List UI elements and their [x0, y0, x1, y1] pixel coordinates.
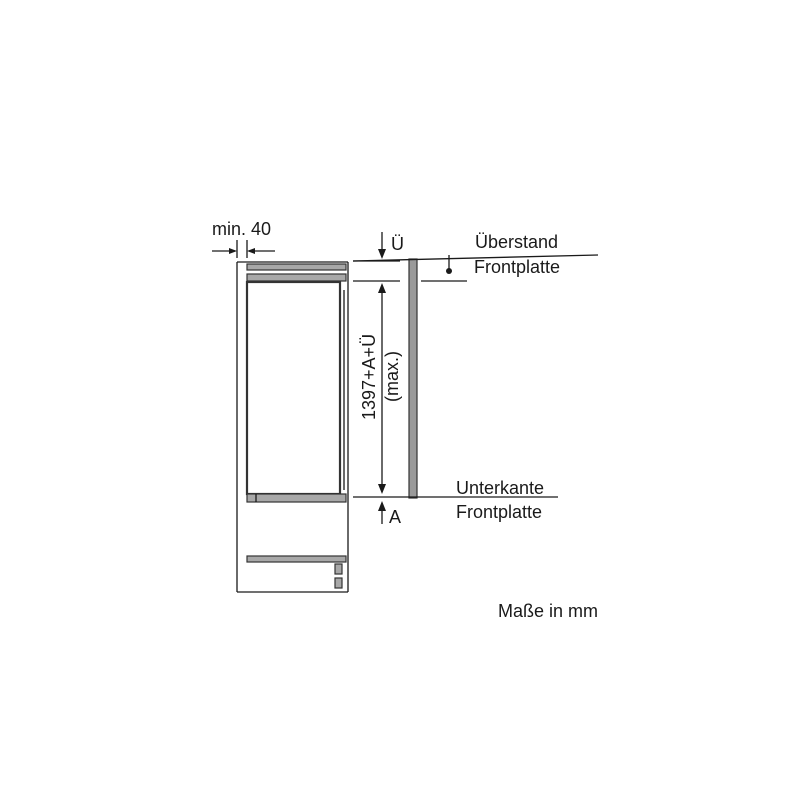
overhang-sub: Frontplatte — [474, 257, 560, 277]
height-dimension — [378, 283, 386, 494]
min-gap-dimension — [212, 240, 275, 258]
bottom-symbol: A — [389, 507, 401, 527]
height-label: 1397+A+Ü — [359, 334, 379, 420]
top-panel-lower — [246, 273, 347, 282]
front-panel — [408, 258, 418, 499]
overhang-symbol: Ü — [391, 234, 404, 254]
cabinet-niche — [236, 261, 349, 593]
appliance-body — [245, 280, 345, 496]
ref-line-top — [352, 254, 599, 262]
foot-block — [334, 563, 343, 575]
bottom-marker — [378, 501, 386, 524]
lower-shelf — [246, 555, 347, 563]
bottom-base — [246, 493, 347, 503]
bottom-sub: Frontplatte — [456, 502, 542, 522]
height-sublabel: (max.) — [382, 351, 402, 402]
foot-block-2 — [334, 577, 343, 589]
top-panel — [246, 263, 347, 271]
overhang-title: Überstand — [475, 232, 558, 252]
min-gap-label: min. 40 — [212, 219, 271, 239]
bottom-title: Unterkante — [456, 478, 544, 498]
overhang-marker — [378, 232, 452, 274]
units-note: Maße in mm — [498, 601, 598, 621]
